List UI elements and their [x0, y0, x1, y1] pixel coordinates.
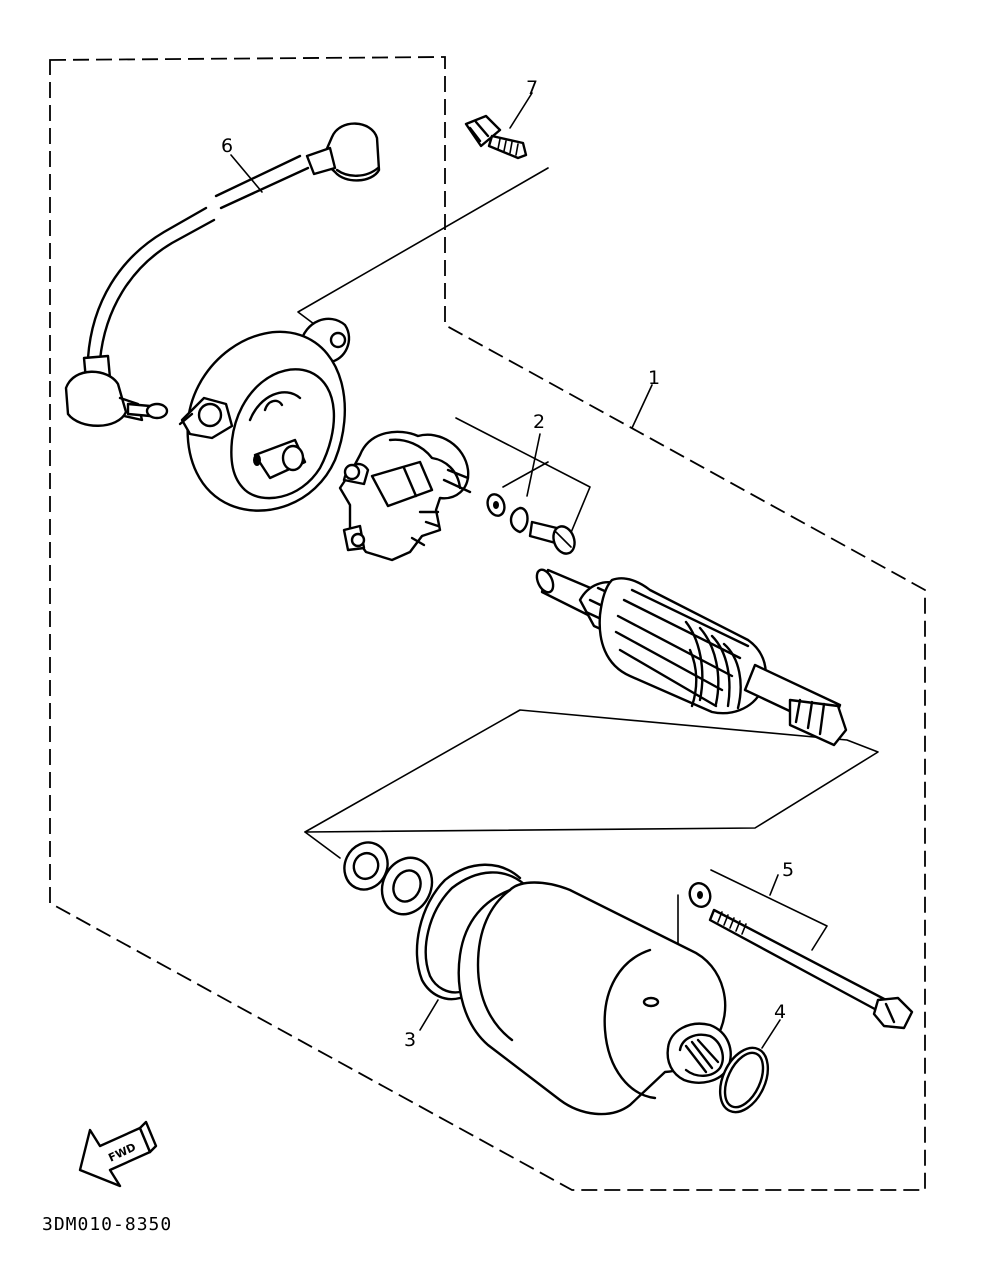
armature: [535, 568, 848, 747]
bracket-5-lead: [769, 874, 779, 896]
rear-cover: [178, 317, 351, 512]
bracket-washers: [304, 831, 341, 859]
leader-7: [509, 92, 533, 129]
callout-7: 7: [526, 77, 538, 99]
diagram-code: 3DM010-8350: [42, 1214, 172, 1235]
callout-3: 3: [404, 1029, 416, 1051]
bracket-2-arm: [526, 433, 541, 497]
brush-holder: [338, 430, 472, 562]
bracket-5: [710, 869, 828, 951]
yoke: [457, 881, 732, 1116]
bolt-part-7: [464, 114, 528, 160]
lead-wire-part-6: [64, 122, 381, 427]
thrust-washers: [343, 841, 434, 916]
callout-4: 4: [774, 1001, 786, 1023]
fwd-arrow-icon: FWD: [78, 1120, 158, 1188]
bracket-7: [297, 167, 549, 331]
washers-screw-part-2: [486, 493, 576, 555]
bracket-2-arm: [502, 461, 549, 488]
bracket-armature: [304, 709, 879, 833]
leader-1: [631, 384, 653, 429]
bracket-2: [455, 417, 591, 536]
callout-5: 5: [782, 859, 794, 881]
through-bolt-part-5: [688, 882, 914, 1030]
leader-3: [419, 999, 439, 1031]
callout-6: 6: [221, 135, 233, 157]
leader-4: [761, 1019, 781, 1049]
leader-6: [230, 154, 263, 193]
callout-2: 2: [533, 411, 545, 433]
o-ring-part-3: [415, 863, 522, 1001]
callout-1: 1: [648, 367, 660, 389]
o-ring-part-4-inner: [723, 1051, 765, 1109]
o-ring-part-3-inner: [424, 871, 526, 994]
assembly-boundary: [49, 56, 926, 1191]
